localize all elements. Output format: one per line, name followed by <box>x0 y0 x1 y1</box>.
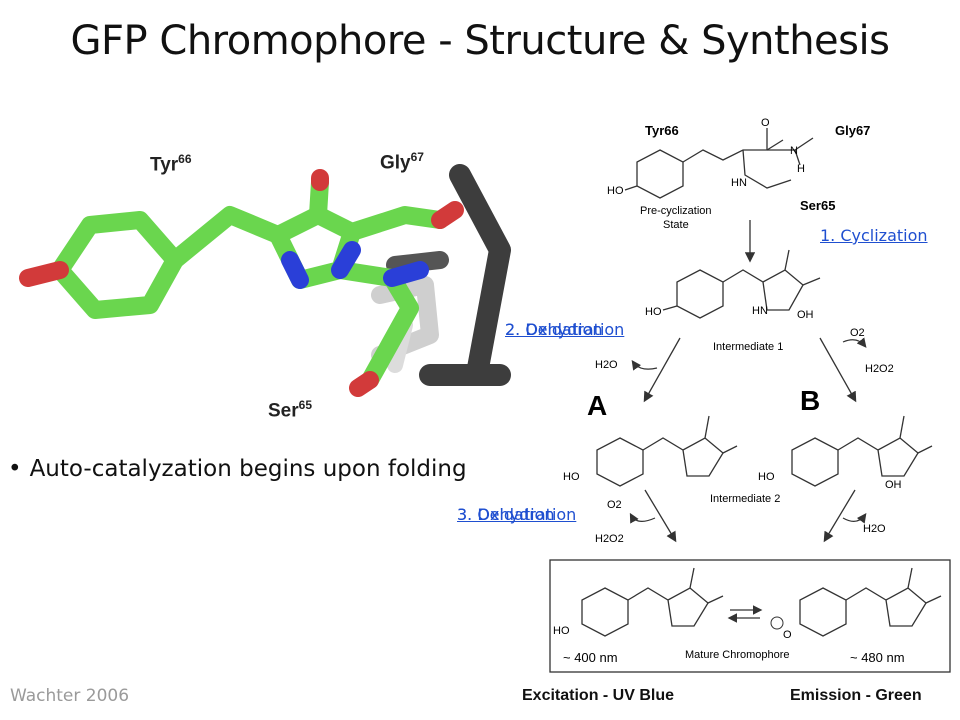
citation: Wachter 2006 <box>10 686 130 706</box>
residue-label-gly: Gly67 <box>380 150 424 174</box>
curved-arrow-h2o <box>631 360 658 371</box>
precyclization-structure <box>624 128 814 199</box>
step-link-oxidation-3[interactable]: 3. Oxidation <box>457 505 555 524</box>
scheme-em-nm: ~ 480 nm <box>850 650 905 665</box>
step-link-oxidation-2[interactable]: 2. Oxidation <box>505 320 603 339</box>
scheme-label-oh: OH <box>885 479 902 491</box>
scheme-state-line1: Pre-cyclization <box>640 205 712 217</box>
scheme-label-oh: OH <box>797 309 814 321</box>
intermediate2-structure-a <box>596 415 738 487</box>
reaction-scheme: Tyr66 Gly67 Ser65 O N H HO HN Pre-cycliz… <box>549 117 951 673</box>
excitation-label: Excitation - UV Blue <box>522 687 675 704</box>
step-link-dehydration-3[interactable]: 3. Dehydration <box>457 505 577 524</box>
mature-chromophore-box <box>549 559 951 673</box>
scheme-label-hn: HN <box>752 305 768 317</box>
curved-arrow-o2-a <box>629 512 656 524</box>
scheme-label-ho: HO <box>607 185 624 197</box>
scheme-gly67: Gly67 <box>835 123 870 138</box>
curved-arrow-h2o-b <box>842 513 867 524</box>
scheme-label-ho: HO <box>553 625 570 637</box>
scheme-label-o: O <box>761 117 770 129</box>
slide-title: GFP Chromophore - Structure & Synthesis <box>70 18 890 64</box>
scheme-h2o: H2O <box>863 523 886 535</box>
scheme-path-b: B <box>800 385 820 416</box>
scheme-h2o2: H2O2 <box>865 363 894 375</box>
scheme-label-n: N <box>790 145 798 157</box>
step2-links: 2. Dehydration 2. Oxidation <box>505 320 645 342</box>
chromophore-3d-model <box>19 164 511 397</box>
model-heteroatoms <box>19 169 464 397</box>
bullet-text: Auto-catalyzation begins upon folding <box>29 456 467 482</box>
scheme-o2: O2 <box>850 327 865 339</box>
model-green-sticks <box>51 173 449 389</box>
scheme-label-ho: HO <box>563 471 580 483</box>
mature-structure-neutral <box>581 567 724 637</box>
arrow-a-to-mature <box>644 489 677 543</box>
scheme-label-ho: HO <box>758 471 775 483</box>
scheme-mature: Mature Chromophore <box>685 649 790 661</box>
residue-number: 67 <box>410 150 424 164</box>
curved-arrow-o2 <box>842 337 867 348</box>
intermediate1-structure <box>662 249 821 319</box>
residue-label-ser: Ser65 <box>268 398 312 422</box>
intermediate2-structure-b <box>791 415 933 487</box>
residue-name: Gly <box>380 152 411 174</box>
residue-name: Ser <box>268 400 299 422</box>
residue-label-tyr: Tyr66 <box>150 152 192 176</box>
step3-links: 3. Dehydration 3. Oxidation <box>457 505 597 527</box>
scheme-tyr66: Tyr66 <box>645 123 679 138</box>
scheme-state-line2: State <box>663 219 689 231</box>
scheme-o2: O2 <box>607 499 622 511</box>
residue-name: Tyr <box>150 154 179 176</box>
scheme-intermediate2: Intermediate 2 <box>710 493 780 505</box>
residue-number: 65 <box>298 398 312 412</box>
scheme-intermediate1: Intermediate 1 <box>713 341 783 353</box>
scheme-path-a: A <box>587 390 607 421</box>
arrow-to-A <box>643 337 681 403</box>
arrow-b-to-mature <box>823 489 856 543</box>
mature-structure-anionic <box>799 567 942 637</box>
step-link-dehydration-2[interactable]: 2. Dehydration <box>505 320 625 339</box>
arrow-to-B <box>819 337 857 403</box>
scheme-ser65: Ser65 <box>800 198 835 213</box>
bullet-point: • Auto-catalyzation begins upon folding <box>8 456 467 482</box>
step-link-cyclization[interactable]: 1. Cyclization <box>820 226 928 245</box>
scheme-label-o: O <box>783 629 792 641</box>
scheme-label-hn: HN <box>731 177 747 189</box>
residue-number: 66 <box>178 152 192 166</box>
bullet-dot-icon: • <box>8 456 22 482</box>
scheme-label-h: H <box>797 163 805 175</box>
scheme-h2o2: H2O2 <box>595 533 624 545</box>
negative-charge-icon <box>770 616 784 630</box>
scheme-label-ho: HO <box>645 306 662 318</box>
scheme-h2o: H2O <box>595 359 618 371</box>
emission-label: Emission - Green <box>790 687 922 704</box>
scheme-ex-nm: ~ 400 nm <box>563 650 618 665</box>
